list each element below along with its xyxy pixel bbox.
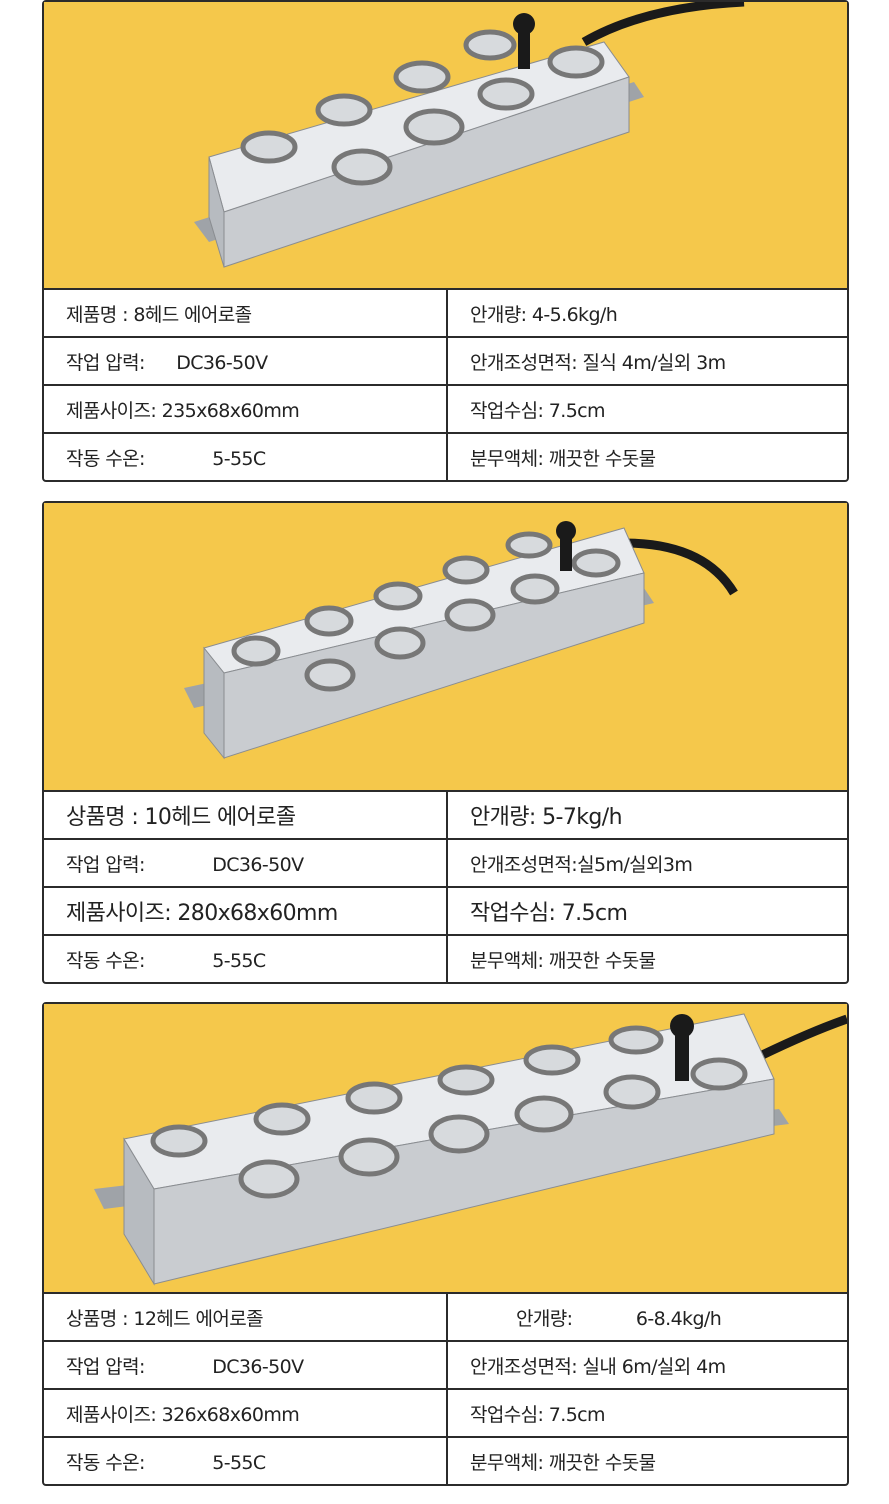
spec-cell: 안개조성면적:실5m/실외3m	[447, 839, 847, 888]
spec-label: 안개량:	[516, 1307, 578, 1330]
spec-value: 깨끗한 수돗물	[548, 447, 656, 470]
spec-label: 상품명 :	[66, 805, 145, 830]
spec-value: 5-7kg/h	[542, 805, 622, 830]
spec-cell: 제품사이즈: 235x68x60mm	[44, 385, 448, 434]
spec-cell: 작업 압력: DC36-50V	[44, 337, 448, 386]
spec-cell: 제품사이즈: 280x68x60mm	[44, 887, 448, 936]
spec-value: 실5m/실외3m	[577, 853, 693, 876]
spec-label: 분무액체:	[470, 1451, 549, 1474]
spec-value: 326x68x60mm	[161, 1403, 300, 1426]
spec-cell: 제품사이즈: 326x68x60mm	[44, 1389, 448, 1438]
spec-value: DC36-50V	[212, 1355, 304, 1378]
spec-cell: 안개량: 4-5.6kg/h	[447, 290, 847, 338]
spec-value: 10헤드 에어로졸	[144, 805, 297, 830]
spec-table-8-head: 제품명 : 8헤드 에어로졸 안개량: 4-5.6kg/h 작업 압력: DC3…	[44, 290, 847, 480]
spec-value: 6-8.4kg/h	[635, 1307, 722, 1330]
product-card-10-head: 상품명 : 10헤드 에어로졸 안개량: 5-7kg/h 작업 압력: DC36…	[42, 501, 849, 984]
spec-label: 작동 수온:	[66, 447, 151, 470]
spec-label: 안개조성면적:	[470, 1355, 583, 1378]
spec-cell: 작업 압력: DC36-50V	[44, 839, 448, 888]
spec-value: 실내 6m/실외 4m	[582, 1355, 727, 1378]
spec-label: 작업수심:	[470, 1403, 549, 1426]
spec-value: 7.5cm	[561, 901, 628, 926]
spec-cell: 작동 수온: 5-55C	[44, 433, 448, 480]
spec-value: 질식 4m/실외 3m	[582, 351, 727, 374]
spec-value: DC36-50V	[176, 351, 268, 374]
spec-cell: 작업수심: 7.5cm	[447, 1389, 847, 1438]
product-card-12-head: 상품명 : 12헤드 에어로졸 안개량: 6-8.4kg/h 작업 압력: DC…	[42, 1002, 849, 1486]
spec-cell: 안개조성면적: 질식 4m/실외 3m	[447, 337, 847, 386]
spec-cell: 작업수심: 7.5cm	[447, 887, 847, 936]
spec-label: 작동 수온:	[66, 1451, 151, 1474]
spec-label: 제품사이즈:	[66, 399, 162, 422]
spec-value: 5-55C	[212, 949, 266, 972]
spec-cell: 분무액체: 깨끗한 수돗물	[447, 1437, 847, 1484]
spec-value: 5-55C	[212, 447, 266, 470]
spec-cell: 제품명 : 8헤드 에어로졸	[44, 290, 448, 338]
spec-cell: 작업수심: 7.5cm	[447, 385, 847, 434]
spec-cell: 작업 압력: DC36-50V	[44, 1341, 448, 1390]
product-card-8-head: 제품명 : 8헤드 에어로졸 안개량: 4-5.6kg/h 작업 압력: DC3…	[42, 0, 849, 482]
spec-label: 분무액체:	[470, 447, 549, 470]
product-photo-8-head	[44, 2, 847, 290]
spec-cell: 작동 수온: 5-55C	[44, 1437, 448, 1484]
spec-table-10-head: 상품명 : 10헤드 에어로졸 안개량: 5-7kg/h 작업 압력: DC36…	[44, 792, 847, 982]
spec-cell: 작동 수온: 5-55C	[44, 935, 448, 982]
spec-cell: 안개량: 5-7kg/h	[447, 792, 847, 840]
spec-value: 12헤드 에어로졸	[133, 1307, 264, 1330]
spec-label: 작업 압력:	[66, 1355, 151, 1378]
spec-label: 안개량:	[470, 805, 543, 830]
spec-cell: 상품명 : 12헤드 에어로졸	[44, 1294, 448, 1342]
spec-label: 작업 압력:	[66, 853, 151, 876]
spec-label: 안개조성면적:	[470, 853, 578, 876]
spec-label: 상품명 :	[66, 1307, 134, 1330]
spec-label: 안개량:	[470, 303, 532, 326]
spec-cell: 분무액체: 깨끗한 수돗물	[447, 935, 847, 982]
spec-value: 8헤드 에어로졸	[133, 303, 252, 326]
spec-value: 7.5cm	[548, 399, 606, 422]
spec-cell: 상품명 : 10헤드 에어로졸	[44, 792, 448, 840]
spec-value: 깨끗한 수돗물	[548, 1451, 656, 1474]
spec-label: 제품사이즈:	[66, 901, 178, 926]
spec-value: 280x68x60mm	[177, 901, 338, 926]
spec-label: 제품사이즈:	[66, 1403, 162, 1426]
spec-cell: 안개조성면적: 실내 6m/실외 4m	[447, 1341, 847, 1390]
spec-label: 안개조성면적:	[470, 351, 583, 374]
spec-label: 작동 수온:	[66, 949, 151, 972]
spec-table-12-head: 상품명 : 12헤드 에어로졸 안개량: 6-8.4kg/h 작업 압력: DC…	[44, 1294, 847, 1484]
spec-label: 작업수심:	[470, 901, 562, 926]
spec-value: DC36-50V	[212, 853, 304, 876]
spec-cell: 분무액체: 깨끗한 수돗물	[447, 433, 847, 480]
spec-value: 4-5.6kg/h	[531, 303, 618, 326]
spec-value: 깨끗한 수돗물	[548, 949, 656, 972]
spec-cell: 안개량: 6-8.4kg/h	[447, 1294, 847, 1342]
product-photo-10-head	[44, 503, 847, 792]
spec-value: 5-55C	[212, 1451, 266, 1474]
spec-value: 7.5cm	[548, 1403, 606, 1426]
spec-label: 분무액체:	[470, 949, 549, 972]
product-photo-12-head	[44, 1004, 847, 1294]
spec-label: 제품명 :	[66, 303, 134, 326]
spec-label: 작업 압력:	[66, 351, 151, 374]
spec-value: 235x68x60mm	[161, 399, 300, 422]
spec-label: 작업수심:	[470, 399, 549, 422]
